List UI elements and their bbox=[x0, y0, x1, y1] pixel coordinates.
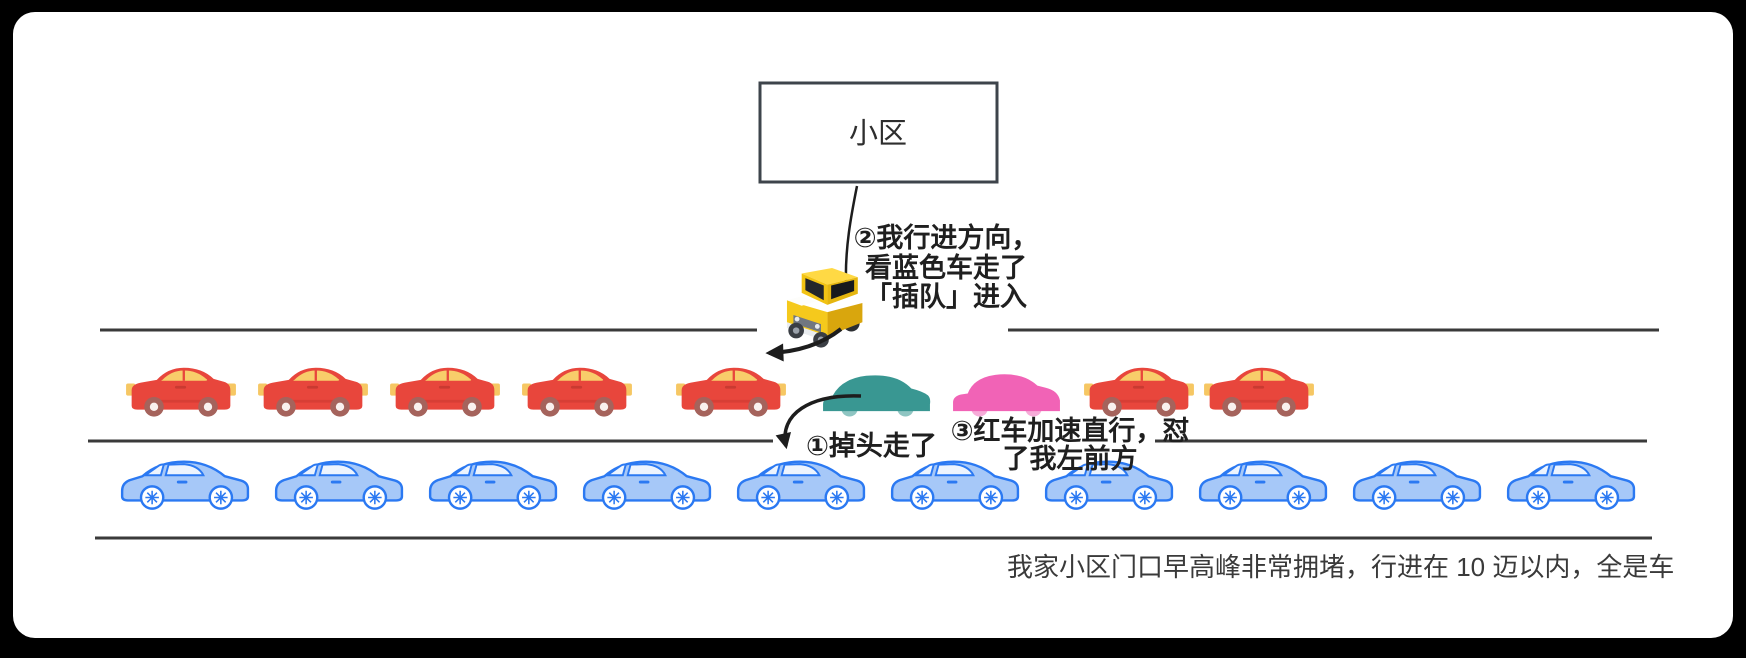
annotation-step2-line1: ②我行进方向， bbox=[854, 222, 1039, 253]
front-row bbox=[125, 366, 1315, 418]
community-box bbox=[758, 81, 999, 184]
annotation-step3-line1: ③红车加速直行，怼 bbox=[951, 415, 1190, 446]
annotation-step2-line2: 看蓝色车走了 bbox=[865, 252, 1027, 283]
uturn-arrow bbox=[775, 394, 862, 450]
annotation-step2-line3: 「插队」进入 bbox=[865, 281, 1027, 312]
annotation-step1: ①掉头走了 bbox=[806, 431, 937, 461]
community-label: 小区 bbox=[849, 118, 907, 150]
exit-path-line bbox=[844, 185, 859, 284]
caption-text: 我家小区门口早高峰非常拥堵，行进在 10 迈以内，全是车 bbox=[1007, 552, 1674, 582]
merge-arrow bbox=[765, 327, 843, 362]
annotation-step3-line2: 了我左前方 bbox=[1003, 443, 1138, 474]
